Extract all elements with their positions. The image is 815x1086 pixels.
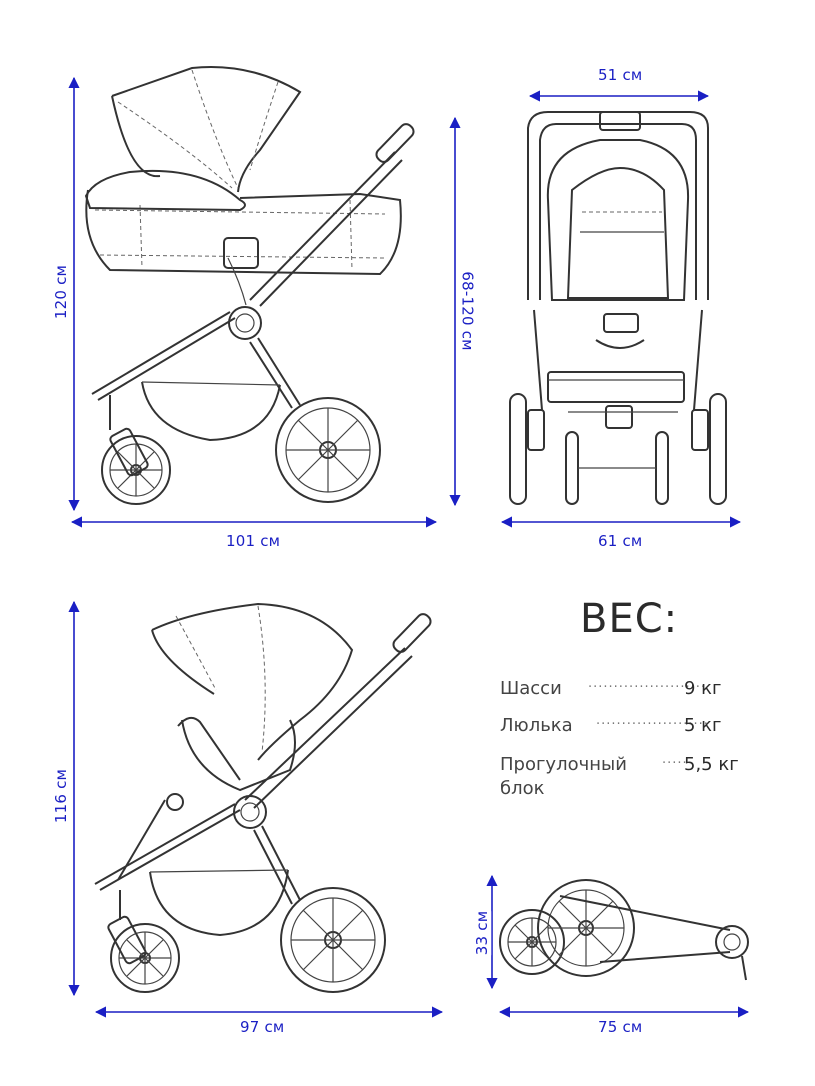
front-view-wheel-right [709,393,727,505]
dim-length-bassinet-label: 101 см [226,532,281,550]
weight-label-seat-unit: Прогулочный [500,754,627,775]
front-view-wheel-left [509,393,527,505]
stroller-folded-drawing [499,879,749,981]
weight-row-chassis: Шасси ······················· 9 кг [500,678,760,702]
weight-value-bassinet: 5 кг [684,715,722,736]
dimension-lines [68,76,750,1018]
dim-height-seat-label: 116 см [52,768,71,824]
dim-folded-length-label: 75 см [598,1018,643,1036]
weight-title: ВЕС: [580,596,679,642]
weight-dots: ····· [662,756,688,771]
weight-row-seat-unit: Прогулочный ····· 5,5 кг блок [500,754,760,802]
dim-folded-height-label: 33 см [473,910,492,956]
dim-width-wheels-label: 61 см [598,532,643,550]
weight-label-chassis: Шасси [500,678,562,699]
weight-dots: ······················· [588,680,707,695]
dim-width-top-label: 51 см [598,66,643,84]
weight-value-seat-unit: 5,5 кг [684,754,739,775]
stroller-bassinet-side-drawing [84,66,415,505]
stroller-seat-side-drawing [94,602,432,993]
weight-value-chassis: 9 кг [684,678,722,699]
weight-dots: ······················ [596,717,709,732]
dim-length-seat-label: 97 см [240,1018,285,1036]
weight-row-bassinet: Люлька ······················ 5 кг [500,715,760,739]
weight-label-seat-unit-line2: блок [500,778,545,799]
dim-height-bassinet-label: 120 см [52,264,71,320]
stroller-front-drawing [509,111,727,505]
weight-label-bassinet: Люлька [500,715,573,736]
dim-handle-height-label: 68-120 см [458,271,477,351]
